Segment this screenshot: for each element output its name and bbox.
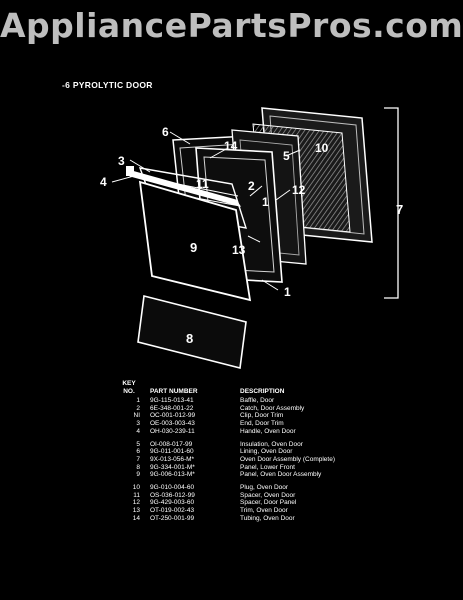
table-row: 7 9X-013-056-M* Oven Door Assembly (Comple… xyxy=(118,456,339,464)
door-handle xyxy=(126,166,242,207)
callout-8: 8 xyxy=(186,331,193,346)
row-description: Panel, Oven Door Assembly xyxy=(240,471,322,479)
table-row: 5 OI-008-017-99 Insulation, Oven Door xyxy=(118,436,339,449)
callout-6: 6 xyxy=(162,125,169,139)
row-key: 13 xyxy=(132,507,140,515)
row-description: Tubing, Oven Door xyxy=(240,514,295,522)
row-part-number: OI-008-017-99 xyxy=(150,440,193,448)
row-part-number: 9G-011-001-60 xyxy=(150,448,194,456)
callout-10: 10 xyxy=(315,141,329,155)
table-row: 8 9G-334-001-M* Panel, Lower Front xyxy=(118,464,339,472)
callout-4: 4 xyxy=(100,175,107,189)
callout-9: 9 xyxy=(190,240,197,255)
row-description: Trim, Oven Door xyxy=(240,507,288,515)
lower-front-panel xyxy=(137,295,247,369)
callout-14: 14 xyxy=(224,139,238,153)
table-row: 14 OT-250-001-99 Tubing, Oven Door xyxy=(118,515,339,523)
row-part-number: OC-001-012-99 xyxy=(150,412,196,420)
row-key: 14 xyxy=(132,514,140,522)
row-key: 10 xyxy=(132,484,140,492)
row-part-number: 9G-010-004-60 xyxy=(150,484,195,492)
row-description: Spacer, Oven Door xyxy=(240,491,296,499)
callout-11: 11 xyxy=(196,177,209,191)
leader-lines xyxy=(111,131,301,291)
row-part-number: 6E-348-001-22 xyxy=(150,404,194,412)
table-row: 10 9G-010-004-60 Plug, Oven Door xyxy=(118,479,339,492)
row-description: Panel, Lower Front xyxy=(240,463,295,471)
row-key: 1 xyxy=(136,397,140,404)
row-description: Oven Door Assembly (Complete) xyxy=(240,455,336,463)
key-header-bottom: NO. xyxy=(123,388,135,395)
key-no-header: KEY NO. xyxy=(118,380,150,397)
assembly-bracket xyxy=(384,107,399,299)
row-key: NI xyxy=(133,412,141,420)
row-key: 9 xyxy=(136,471,140,479)
row-part-number: 9G-334-001-M* xyxy=(150,463,195,471)
row-part-number: 9G-006-013-M* xyxy=(150,471,195,479)
description-header: DESCRIPTION xyxy=(240,388,285,395)
row-part-number: OE-003-003-43 xyxy=(150,420,195,428)
table-row: 1 9G-115-013-41 Baffle, Door xyxy=(118,397,339,405)
row-part-number: OS-036-012-99 xyxy=(150,491,195,499)
row-key: 2 xyxy=(136,404,140,412)
table-row: 2 6E-348-001-22 Catch, Door Assembly xyxy=(118,405,339,413)
row-key: 6 xyxy=(136,448,140,456)
key-header-top: KEY xyxy=(122,380,136,387)
table-row: NI OC-001-012-99 Clip, Door Trim xyxy=(118,412,339,420)
row-part-number: 9G-429-003-60 xyxy=(150,499,195,507)
row-key: 11 xyxy=(133,491,140,499)
callout-12: 12 xyxy=(292,183,306,197)
row-key: 8 xyxy=(136,463,140,471)
row-part-number: 9X-013-056-M* xyxy=(150,455,195,463)
row-description: End, Door Trim xyxy=(240,420,284,428)
row-description: Lining, Oven Door xyxy=(240,448,293,456)
row-description: Insulation, Oven Door xyxy=(240,440,303,448)
table-row: 12 9G-429-003-60 Spacer, Door Panel xyxy=(118,499,339,507)
row-description: Handle, Oven Door xyxy=(240,427,296,435)
callout-2: 2 xyxy=(248,179,255,193)
row-part-number: 9G-115-013-41 xyxy=(150,397,194,404)
row-key: 3 xyxy=(136,420,140,428)
row-description: Plug, Oven Door xyxy=(240,484,289,492)
row-part-number: OT-019-002-43 xyxy=(150,507,195,515)
row-key: 4 xyxy=(136,427,140,435)
parts-list-table: KEY NO. PART NUMBER DESCRIPTION 1 9G-115-… xyxy=(118,380,339,523)
callout-7: 7 xyxy=(396,202,403,217)
table-row: 6 9G-011-001-60 Lining, Oven Door xyxy=(118,448,339,456)
site-watermark: AppliancePartsPros.com xyxy=(0,6,463,45)
table-header-row: KEY NO. PART NUMBER DESCRIPTION xyxy=(118,380,339,397)
row-part-number: OT-250-001-99 xyxy=(150,514,195,522)
callout-13: 13 xyxy=(232,243,246,257)
row-key: 7 xyxy=(136,455,140,463)
part-number-header: PART NUMBER xyxy=(150,388,198,395)
row-part-number: OH-030-239-11 xyxy=(150,427,195,435)
callout-3: 3 xyxy=(118,154,125,168)
front-door-panel xyxy=(138,180,252,302)
table-row: 3 OE-003-003-43 End, Door Trim xyxy=(118,420,339,428)
row-key: 5 xyxy=(136,440,140,448)
table-row: 13 OT-019-002-43 Trim, Oven Door xyxy=(118,507,339,515)
table-row: 4 OH-030-239-11 Handle, Oven Door xyxy=(118,428,339,436)
row-key: 12 xyxy=(132,499,140,507)
table-row: 11 OS-036-012-99 Spacer, Oven Door xyxy=(118,492,339,500)
row-description: Baffle, Door xyxy=(240,397,275,404)
row-description: Clip, Door Trim xyxy=(240,412,284,420)
row-description: Spacer, Door Panel xyxy=(240,499,297,507)
callout-1-lower: 1 xyxy=(284,285,291,299)
row-description: Catch, Door Assembly xyxy=(240,404,305,412)
callout-1-upper: 1 xyxy=(262,195,269,209)
callout-5: 5 xyxy=(283,149,290,163)
section-title: -6 PYROLYTIC DOOR xyxy=(62,80,153,90)
table-row: 9 9G-006-013-M* Panel, Oven Door Assembly xyxy=(118,471,339,479)
